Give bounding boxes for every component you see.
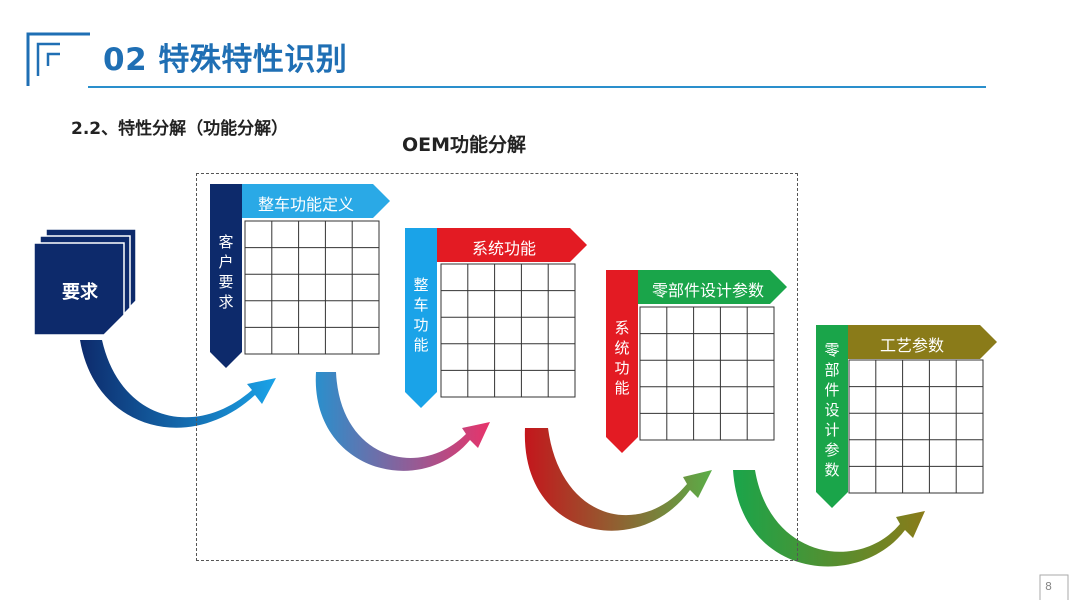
page-number: 8 xyxy=(1045,580,1052,593)
corner-bracket-icon xyxy=(26,32,90,86)
block-4 xyxy=(816,325,997,508)
section-subtitle: 2.2、特性分解（功能分解） xyxy=(71,119,289,139)
banner-label-1: 整车功能定义 xyxy=(258,195,355,214)
requirement-label: 要求 xyxy=(62,282,98,303)
oem-dashed-frame xyxy=(196,173,798,561)
side-label-3: 系统功能 xyxy=(614,319,630,397)
side-label-2: 整车功能 xyxy=(413,276,429,354)
matrix-grid-3 xyxy=(639,306,775,441)
requirement-document-icon xyxy=(33,228,137,336)
page-title: 02 特殊特性识别 xyxy=(103,42,348,78)
block-1 xyxy=(210,184,390,368)
flow-arrow-1 xyxy=(80,340,276,428)
matrix-grid-1 xyxy=(244,220,380,355)
flow-arrow-3 xyxy=(524,428,712,531)
banner-label-3: 零部件设计参数 xyxy=(652,281,765,300)
flow-arrow-2 xyxy=(315,372,490,471)
banner-label-2: 系统功能 xyxy=(472,239,537,258)
side-label-1: 客户要求 xyxy=(218,233,234,311)
title-divider xyxy=(88,86,986,88)
block-3 xyxy=(606,270,787,453)
block-2 xyxy=(405,228,587,408)
matrix-grid-2 xyxy=(440,263,576,398)
page-corner-bracket xyxy=(1039,574,1069,600)
banner-label-4: 工艺参数 xyxy=(880,336,945,355)
oem-heading: OEM功能分解 xyxy=(402,134,527,156)
matrix-grid-4 xyxy=(848,359,984,494)
flow-arrow-4 xyxy=(733,470,925,567)
side-label-4: 零部件设计参数 xyxy=(824,341,840,479)
